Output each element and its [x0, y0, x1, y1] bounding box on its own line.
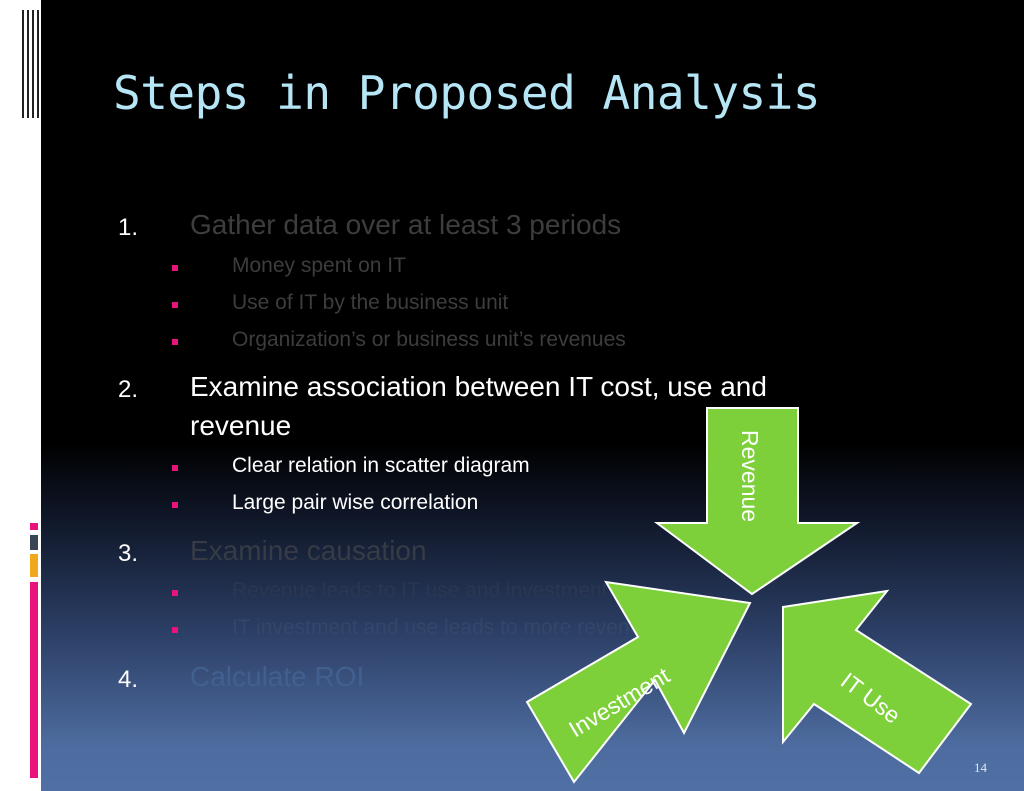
step-1-sub-3: Organization’s or business unit’s revenu… — [232, 328, 626, 351]
step-3-number: 3. — [118, 540, 139, 567]
revenue-arrow-label: Revenue — [737, 430, 763, 522]
bullet-icon — [172, 627, 178, 633]
revenue-arrow: Revenue — [653, 407, 861, 596]
decor-bar-tall — [30, 582, 38, 778]
bullet-icon — [172, 502, 178, 508]
bullet-icon — [172, 590, 178, 596]
step-3-sub-1: Revenue leads to IT use and investment — [232, 579, 608, 602]
bullet-icon — [172, 339, 178, 345]
step-4-text: Calculate ROI — [190, 661, 365, 692]
page-number: 14 — [974, 760, 987, 775]
decor-bar-orange — [30, 554, 38, 577]
step-1-number: 1. — [118, 214, 139, 241]
stripes-decoration-icon — [18, 10, 42, 118]
slide-title: Steps in Proposed Analysis — [113, 66, 821, 120]
investment-arrow: Investment — [525, 580, 752, 784]
step-2-text-line1: Examine association between IT cost, use… — [190, 371, 767, 402]
step-4-number: 4. — [118, 666, 139, 693]
step-1-sub-1: Money spent on IT — [232, 254, 406, 277]
decor-bar-gray — [30, 535, 38, 550]
step-2-text-line2: revenue — [190, 410, 292, 441]
step-2-sub-2: Large pair wise correlation — [232, 491, 479, 514]
step-1-sub-2: Use of IT by the business unit — [232, 291, 509, 314]
bullet-icon — [172, 302, 178, 308]
bullet-icon — [172, 265, 178, 271]
bullet-icon — [172, 465, 178, 471]
step-3-sub-2: IT investment and use leads to more reve… — [232, 616, 654, 639]
step-2-number: 2. — [118, 376, 139, 403]
step-2-sub-1: Clear relation in scatter diagram — [232, 454, 530, 477]
it-use-arrow: IT Use — [782, 589, 973, 775]
step-1-text: Gather data over at least 3 periods — [190, 209, 622, 240]
decor-bar-top — [32, 10, 35, 778]
step-3-text: Examine causation — [190, 535, 427, 566]
decor-bar-pink-small — [30, 523, 38, 530]
